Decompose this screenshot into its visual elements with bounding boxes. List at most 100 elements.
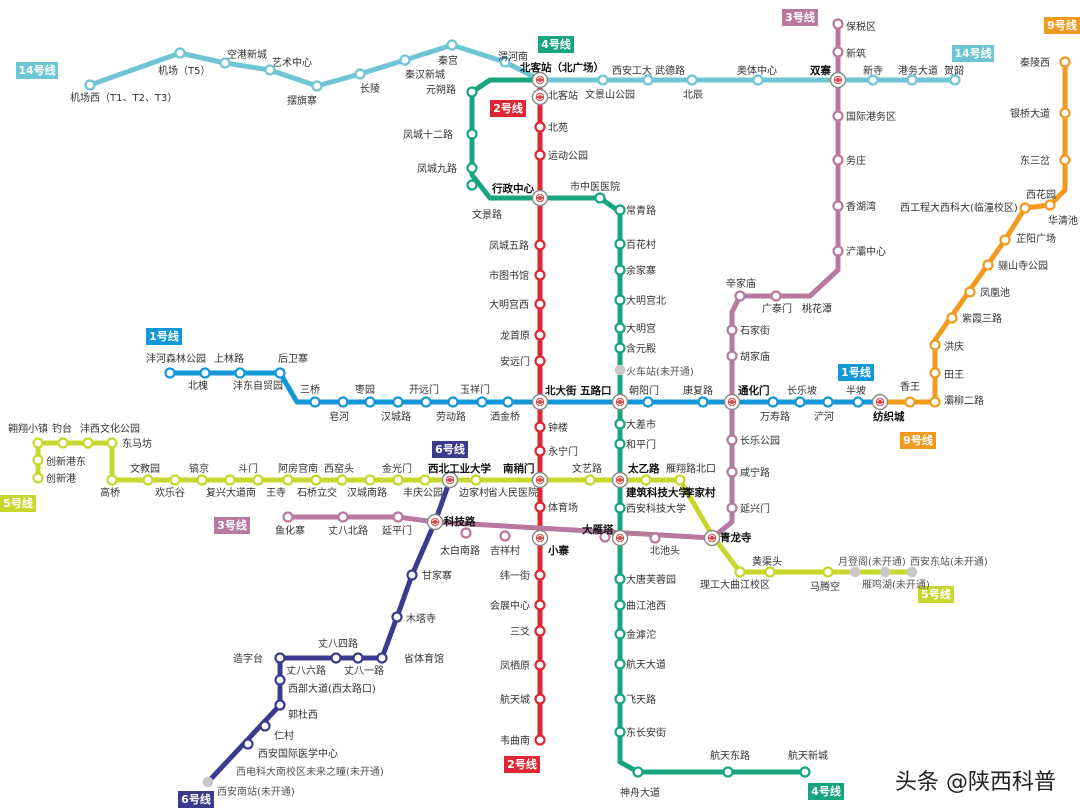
station-dot[interactable] xyxy=(832,18,844,30)
station-dot[interactable] xyxy=(614,322,626,334)
station-dot[interactable] xyxy=(686,74,698,86)
station-dot[interactable] xyxy=(929,339,941,351)
station-dot[interactable] xyxy=(904,396,916,408)
station-dot[interactable] xyxy=(964,286,976,298)
station-dot[interactable] xyxy=(614,342,626,354)
station-dot[interactable] xyxy=(406,569,418,581)
station-dot[interactable] xyxy=(534,329,546,341)
station-dot[interactable] xyxy=(614,693,626,705)
station-dot[interactable] xyxy=(376,652,388,664)
station-dot[interactable] xyxy=(242,738,254,750)
station-dot[interactable] xyxy=(849,566,861,578)
station-dot[interactable] xyxy=(534,149,546,161)
station-dot[interactable] xyxy=(614,294,626,306)
station-dot[interactable] xyxy=(534,659,546,671)
station-dot[interactable] xyxy=(770,290,782,302)
station-dot[interactable] xyxy=(202,776,214,788)
station-dot[interactable] xyxy=(642,74,654,86)
station-dot[interactable] xyxy=(392,474,404,486)
station-dot[interactable] xyxy=(470,474,482,486)
station-dot[interactable] xyxy=(649,532,661,544)
interchange-marker[interactable] xyxy=(611,529,629,547)
station-dot[interactable] xyxy=(420,396,432,408)
station-dot[interactable] xyxy=(614,573,626,585)
station-dot[interactable] xyxy=(57,437,69,449)
interchange-marker[interactable] xyxy=(723,393,741,411)
station-dot[interactable] xyxy=(614,238,626,250)
station-dot[interactable] xyxy=(906,74,918,86)
station-dot[interactable] xyxy=(391,611,403,623)
interchange-marker[interactable] xyxy=(611,471,629,489)
station-dot[interactable] xyxy=(832,154,844,166)
interchange-marker[interactable] xyxy=(703,529,721,547)
interchange-marker[interactable] xyxy=(611,393,629,411)
station-dot[interactable] xyxy=(196,474,208,486)
station-dot[interactable] xyxy=(364,396,376,408)
station-dot[interactable] xyxy=(234,367,246,379)
station-dot[interactable] xyxy=(106,437,118,449)
station-dot[interactable] xyxy=(164,367,176,379)
station-dot[interactable] xyxy=(852,396,864,408)
station-dot[interactable] xyxy=(352,652,364,664)
station-dot[interactable] xyxy=(534,269,546,281)
station-dot[interactable] xyxy=(794,396,806,408)
station-dot[interactable] xyxy=(534,355,546,367)
station-dot[interactable] xyxy=(614,502,626,514)
station-dot[interactable] xyxy=(1059,107,1071,119)
station-dot[interactable] xyxy=(274,367,286,379)
station-dot[interactable] xyxy=(199,367,211,379)
station-dot[interactable] xyxy=(534,445,546,457)
interchange-marker[interactable] xyxy=(531,471,549,489)
station-dot[interactable] xyxy=(946,312,958,324)
station-dot[interactable] xyxy=(219,57,231,69)
station-dot[interactable] xyxy=(82,437,94,449)
station-dot[interactable] xyxy=(726,466,738,478)
station-dot[interactable] xyxy=(822,396,834,408)
station-dot[interactable] xyxy=(1059,56,1071,68)
station-dot[interactable] xyxy=(534,501,546,513)
station-dot[interactable] xyxy=(282,511,294,523)
station-dot[interactable] xyxy=(466,179,478,191)
station-dot[interactable] xyxy=(354,68,366,80)
interchange-marker[interactable] xyxy=(441,471,459,489)
station-dot[interactable] xyxy=(614,599,626,611)
interchange-marker[interactable] xyxy=(531,529,549,547)
interchange-marker[interactable] xyxy=(829,71,847,89)
station-dot[interactable] xyxy=(726,502,738,514)
station-dot[interactable] xyxy=(274,674,286,686)
station-dot[interactable] xyxy=(982,259,994,271)
station-dot[interactable] xyxy=(614,418,626,430)
station-dot[interactable] xyxy=(614,438,626,450)
station-dot[interactable] xyxy=(419,474,431,486)
station-dot[interactable] xyxy=(311,80,323,92)
station-dot[interactable] xyxy=(614,364,626,376)
station-dot[interactable] xyxy=(337,396,349,408)
station-dot[interactable] xyxy=(614,658,626,670)
station-dot[interactable] xyxy=(466,128,478,140)
station-dot[interactable] xyxy=(1059,154,1071,166)
station-dot[interactable] xyxy=(446,39,458,51)
station-dot[interactable] xyxy=(722,766,734,778)
station-dot[interactable] xyxy=(32,472,44,484)
station-dot[interactable] xyxy=(594,192,606,204)
station-dot[interactable] xyxy=(734,566,746,578)
station-dot[interactable] xyxy=(499,530,511,542)
station-dot[interactable] xyxy=(499,56,511,68)
station-dot[interactable] xyxy=(642,396,654,408)
station-dot[interactable] xyxy=(906,566,918,578)
station-dot[interactable] xyxy=(752,74,764,86)
station-dot[interactable] xyxy=(597,74,609,86)
station-dot[interactable] xyxy=(640,474,652,486)
interchange-marker[interactable] xyxy=(531,393,549,411)
station-dot[interactable] xyxy=(84,79,96,91)
station-dot[interactable] xyxy=(392,396,404,408)
station-dot[interactable] xyxy=(832,110,844,122)
station-dot[interactable] xyxy=(867,74,879,86)
station-dot[interactable] xyxy=(674,474,686,486)
station-dot[interactable] xyxy=(614,726,626,738)
station-dot[interactable] xyxy=(392,511,404,523)
station-dot[interactable] xyxy=(274,652,286,664)
station-dot[interactable] xyxy=(336,474,348,486)
station-dot[interactable] xyxy=(534,693,546,705)
station-dot[interactable] xyxy=(832,46,844,58)
